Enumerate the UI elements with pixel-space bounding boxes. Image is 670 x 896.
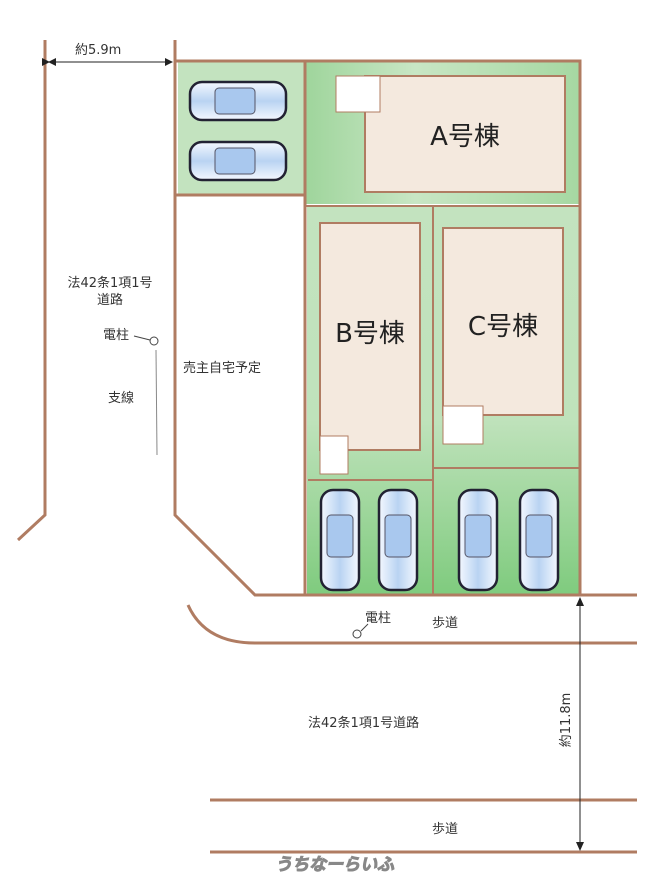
utility-pole-label: 電柱 — [365, 611, 391, 626]
utility-pole-label: 電柱 — [103, 328, 129, 343]
sidewalk-line — [186, 604, 637, 645]
sidewalk-label: 歩道 — [432, 616, 458, 631]
building-c — [442, 227, 564, 416]
south-road-label: 法42条1項1号道路 — [308, 715, 419, 731]
watermark: うちなーらいふ — [275, 855, 395, 875]
car-icon — [377, 488, 419, 592]
sidewalk-label: 歩道 — [432, 822, 458, 837]
west-road-label-2: 道路 — [97, 292, 123, 308]
west-road-line-right — [173, 40, 637, 597]
frontage-width-label: 約5.9m — [75, 43, 121, 58]
guy-wire-label: 支線 — [108, 390, 134, 406]
entrance-c — [442, 405, 484, 445]
entrance-a — [335, 75, 381, 113]
entrance-b — [319, 435, 349, 475]
west-road-line-left — [16, 40, 47, 542]
car-icon — [188, 80, 288, 122]
building-c-label: C号棟 — [468, 312, 538, 342]
building-b — [319, 222, 421, 451]
building-a-label: A号棟 — [430, 122, 500, 152]
car-icon — [319, 488, 361, 592]
car-icon — [518, 488, 560, 592]
car-icon — [188, 140, 288, 182]
utility-pole-icon — [352, 629, 362, 639]
building-a — [364, 75, 566, 193]
guy-wire-line — [155, 349, 158, 456]
road-width-label: 約11.8m — [559, 693, 574, 748]
utility-pole-icon — [149, 336, 159, 346]
building-b-label: B号棟 — [335, 319, 405, 349]
seller-home-label: 売主自宅予定 — [183, 360, 261, 376]
site-boundary — [175, 59, 582, 595]
car-icon — [457, 488, 499, 592]
west-road-label: 法42条1項1号 — [67, 275, 152, 291]
